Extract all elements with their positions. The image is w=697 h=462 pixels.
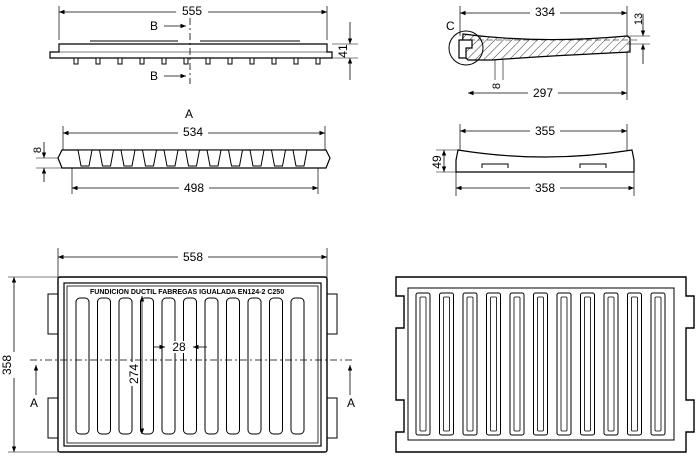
dim-plan-slot-width: 28 <box>172 340 186 354</box>
section-hatched-profile <box>461 33 631 61</box>
plan-slot <box>269 297 283 435</box>
side-foot <box>293 57 299 65</box>
dim-section-length: 334 <box>535 5 555 19</box>
front-tooth <box>249 149 265 167</box>
underside-rib-inner <box>654 296 662 432</box>
front-tooth <box>141 149 158 167</box>
section-view: 334 13 C 8 297 <box>446 5 650 100</box>
side-foot <box>183 57 189 65</box>
section-label-a-top: A <box>185 107 193 121</box>
plan-slot <box>75 297 90 435</box>
plan-slot <box>161 297 176 435</box>
front-tooth <box>77 149 93 167</box>
side-body <box>49 43 333 59</box>
plan-slot <box>290 297 305 435</box>
side-foot <box>139 57 145 65</box>
plan-inscription: FUNDICION DUCTIL FABREGAS IGUALADA EN124… <box>90 289 284 296</box>
section-label-a-right: A <box>347 396 355 410</box>
dim-front-length: 534 <box>183 125 203 139</box>
front-tooth <box>206 149 222 167</box>
side-foot <box>249 57 255 65</box>
underside-rib-inner <box>631 296 638 432</box>
front-view: A 534 8 498 <box>32 107 331 195</box>
plan-slot <box>204 297 219 435</box>
underside-rib-inner <box>513 296 521 432</box>
dim-front-thickness: 8 <box>32 147 44 153</box>
dim-plan-length: 558 <box>183 250 203 264</box>
dim-end-height: 49 <box>430 155 444 169</box>
front-tooth <box>163 149 179 167</box>
side-view: 555 B B 41 <box>49 4 358 84</box>
side-feet <box>73 57 321 65</box>
front-tooth <box>120 149 136 167</box>
plan-slot <box>183 297 197 435</box>
end-body <box>455 149 635 173</box>
plan-slot <box>247 297 262 435</box>
section-label-b-top: B <box>150 19 158 33</box>
dim-end-length: 355 <box>535 124 555 138</box>
underside-rib-inner <box>466 296 474 432</box>
front-teeth <box>77 149 308 167</box>
front-tooth <box>184 149 201 167</box>
front-tooth <box>270 149 287 167</box>
front-tooth <box>292 149 308 167</box>
dim-side-height: 41 <box>336 44 350 58</box>
dim-section-rise: 13 <box>633 13 645 25</box>
underside-rib-inner <box>443 296 450 432</box>
side-foot <box>161 57 167 65</box>
underside-rib-inner <box>560 296 568 432</box>
detail-label-c: C <box>446 19 455 33</box>
underside-ribs <box>415 292 666 436</box>
side-foot <box>271 57 277 65</box>
dim-plan-width: 358 <box>0 355 14 375</box>
dim-side-length: 555 <box>182 4 202 18</box>
dim-front-inner: 498 <box>184 181 204 195</box>
side-foot <box>73 57 79 65</box>
front-tooth <box>98 149 115 167</box>
side-foot <box>205 57 211 65</box>
plan-slots <box>75 297 305 435</box>
underside-rib-inner <box>584 296 591 432</box>
dim-end-base: 358 <box>535 181 555 195</box>
plan-slot <box>226 297 240 435</box>
underside-rib-inner <box>607 296 615 432</box>
dim-section-rim: 8 <box>491 83 503 89</box>
underside-rib-inner <box>537 296 544 432</box>
end-view: 355 49 358 <box>430 123 635 196</box>
side-foot <box>95 57 101 65</box>
plan-slot <box>140 297 154 435</box>
underside-rib-inner <box>419 296 427 432</box>
underside-rib-inner <box>490 296 497 432</box>
dim-plan-slot-depth: 274 <box>127 364 141 384</box>
side-foot <box>315 57 321 65</box>
dim-section-inner: 297 <box>533 86 553 100</box>
side-foot <box>227 57 233 65</box>
top-plan-view: 558 358 FUNDICION DUCTIL FABREGAS IGUALA… <box>0 248 355 453</box>
front-tooth <box>227 149 244 167</box>
plan-slot <box>97 297 111 435</box>
detail-c-circle <box>448 30 484 66</box>
section-label-b-bottom: B <box>150 69 158 83</box>
underside-plan-view <box>395 276 695 453</box>
side-foot <box>117 57 123 65</box>
section-label-a-left: A <box>30 396 38 410</box>
